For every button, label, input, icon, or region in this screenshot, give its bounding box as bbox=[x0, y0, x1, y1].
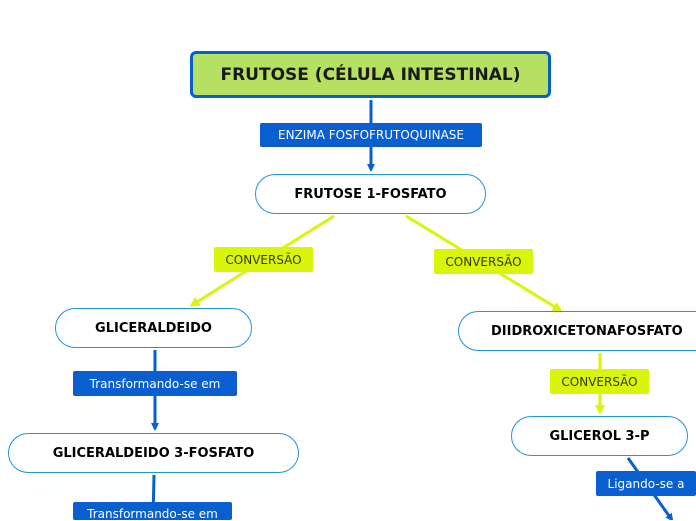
label-ligando-se-a: Ligando-se a bbox=[596, 471, 696, 496]
node-frutose-1-fosfato[interactable]: FRUTOSE 1-FOSFATO bbox=[255, 174, 486, 214]
node-frutose-celula-intestinal[interactable]: FRUTOSE (CÉLULA INTESTINAL) bbox=[190, 51, 551, 98]
label-conversao-lower: CONVERSÃO bbox=[550, 369, 649, 394]
node-diidroxicetonafosfato[interactable]: DIIDROXICETONAFOSFATO bbox=[458, 311, 696, 351]
label-transformando-se-em-2: Transformando-se em bbox=[73, 502, 232, 521]
label-conversao-right: CONVERSÃO bbox=[434, 249, 533, 274]
label-conversao-left: CONVERSÃO bbox=[214, 247, 313, 272]
node-gliceraldeido[interactable]: GLICERALDEIDO bbox=[55, 308, 252, 348]
label-enzima-fosfofrutoquinase: ENZIMA FOSFOFRUTOQUINASE bbox=[260, 123, 482, 147]
node-glicerol-3-p[interactable]: GLICEROL 3-P bbox=[511, 416, 688, 456]
label-transformando-se-em-1: Transformando-se em bbox=[73, 371, 237, 396]
node-gliceraldeido-3-fosfato[interactable]: GLICERALDEIDO 3-FOSFATO bbox=[8, 433, 299, 473]
